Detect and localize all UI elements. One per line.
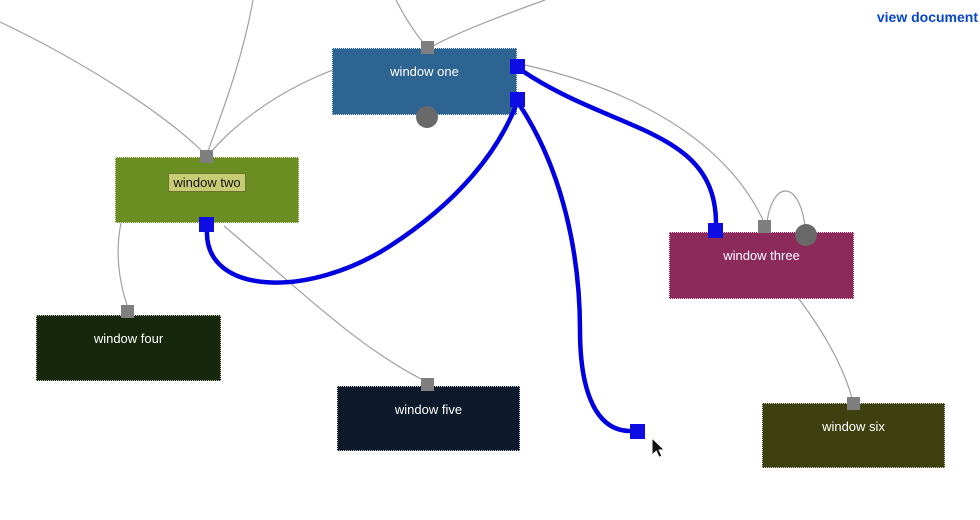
anchor-handle-window-four-top[interactable] bbox=[121, 305, 134, 318]
idle-connection-window-two-to-four bbox=[117, 222, 128, 306]
port-window-two-bottom[interactable] bbox=[199, 217, 214, 232]
anchor-handle-window-six-top[interactable] bbox=[847, 397, 860, 410]
active-connection-two-to-one bbox=[204, 100, 520, 285]
idle-connection-top-to-window-two bbox=[207, 0, 254, 152]
view-document-link[interactable]: view document bbox=[876, 9, 978, 25]
anchor-handle-window-three-top[interactable] bbox=[758, 220, 771, 233]
mouse-cursor bbox=[651, 438, 666, 458]
anchor-handle-window-five-top[interactable] bbox=[421, 378, 434, 391]
active-connection-one-to-cursor bbox=[516, 101, 632, 434]
idle-connection-window-two-to-five bbox=[223, 225, 424, 381]
idle-connection-window-three-to-six bbox=[798, 298, 853, 399]
port-window-three-top[interactable] bbox=[708, 223, 723, 238]
anchor-handle-window-two-top[interactable] bbox=[200, 150, 213, 163]
window-six-label: window six bbox=[822, 419, 885, 434]
active-connection-one-to-three bbox=[518, 67, 719, 227]
idle-connection-top-to-window-one-b bbox=[432, 0, 546, 47]
round-handle-window-one-bottom[interactable] bbox=[416, 106, 438, 128]
window-six[interactable]: window six bbox=[762, 403, 945, 468]
port-window-one-right-lower[interactable] bbox=[510, 92, 525, 107]
window-four-label: window four bbox=[93, 331, 164, 346]
window-three[interactable]: window three bbox=[669, 232, 854, 299]
window-two-label-edit-field[interactable]: window two bbox=[168, 173, 246, 192]
anchor-handle-window-one-top[interactable] bbox=[421, 41, 434, 54]
window-two[interactable]: window two bbox=[115, 157, 299, 223]
window-four[interactable]: window four bbox=[36, 315, 221, 381]
window-five[interactable]: window five bbox=[337, 386, 520, 451]
port-dragging-free[interactable] bbox=[630, 424, 645, 439]
idle-connection-window-three-arch bbox=[766, 190, 806, 227]
window-one-label: window one bbox=[390, 64, 459, 79]
round-handle-window-three-top[interactable] bbox=[795, 224, 817, 246]
window-five-label: window five bbox=[394, 402, 463, 417]
port-window-one-right-upper[interactable] bbox=[510, 59, 525, 74]
idle-connection-left-to-window-two bbox=[0, 21, 204, 153]
window-three-label: window three bbox=[723, 248, 800, 263]
